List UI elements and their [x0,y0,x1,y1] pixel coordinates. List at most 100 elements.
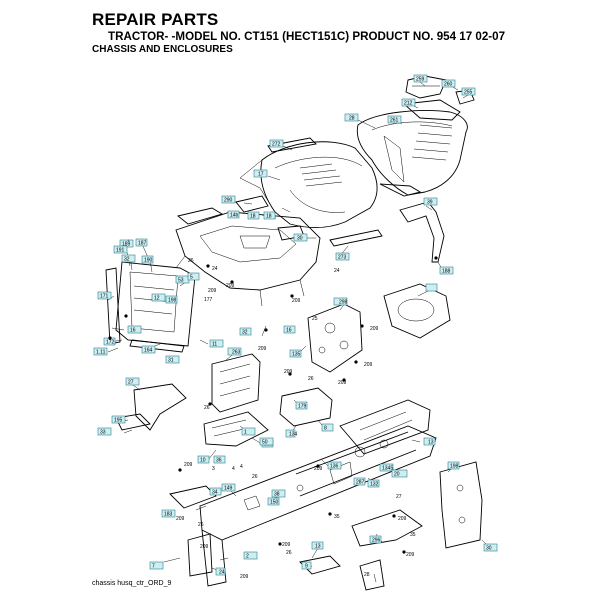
svg-text:149: 149 [224,486,233,492]
callout-tag: 188 [439,266,454,275]
plain-label: 24 [212,266,218,272]
rear-footrest [351,509,423,547]
callout-tag: 1.11 [93,347,108,356]
callout-tag: 190 [141,255,154,264]
plain-label: 27 [396,494,402,500]
plain-label: 26 [188,258,194,264]
svg-text:198: 198 [450,464,459,470]
callout-tag: 183 [161,509,176,518]
svg-text:259: 259 [416,77,425,83]
svg-text:298: 298 [339,300,348,306]
svg-text:53: 53 [178,278,184,284]
callout-tag: 273 [335,252,350,261]
callout-tag: 33 [127,239,130,242]
section-heading: CHASSIS AND ENCLOSURES [92,44,233,55]
callout-tag: 255 [461,87,476,96]
callout-tag: 7 [149,561,164,570]
svg-text:28: 28 [349,116,355,122]
svg-text:27: 27 [128,380,134,386]
callout-tag: 32 [239,327,252,336]
plain-label: 24 [334,268,340,274]
callout-tag: 195 [111,415,126,424]
svg-text:34: 34 [212,490,218,496]
svg-text:135: 135 [292,352,301,358]
callout-tag: 198 [447,461,460,470]
callout-tag: 259 [413,74,428,83]
callout-tag: 27 [125,377,140,386]
svg-text:16: 16 [130,328,136,334]
svg-text:189: 189 [122,242,131,248]
callout-tag: 39 [423,197,438,206]
svg-text:10: 10 [200,458,206,464]
svg-text:18: 18 [250,214,256,220]
plain-label: 35 [334,514,340,520]
callout-tag: 50 [259,437,274,446]
svg-text:187: 187 [138,241,147,247]
hood-front-grille [356,75,475,197]
svg-text:136: 136 [330,464,339,470]
callout-tag: 18 [263,211,276,220]
svg-text:183: 183 [164,512,173,518]
svg-text:164: 164 [144,348,153,354]
callout-tag: 30 [483,543,498,552]
callout-tag: 28 [344,113,359,122]
svg-text:255: 255 [464,90,473,96]
hardware-fasteners [108,256,438,554]
page-subtitle: TRACTOR- -MODEL NO. CT151 (HECT151C) PRO… [108,30,506,43]
svg-text:287: 287 [356,480,365,486]
callout-tag: 179 [295,401,308,410]
plain-label: 209 [258,346,267,352]
plain-label: 209 [226,283,235,289]
svg-text:13: 13 [315,544,321,550]
svg-text:30: 30 [486,546,492,552]
callout-tag: 30 [293,233,308,242]
front-grille-frame [105,261,196,353]
callout-tag: 8 [321,423,334,432]
callout-tag: 296 [369,535,382,544]
svg-text:8: 8 [324,426,327,432]
plain-label: 26 [308,376,314,382]
callout-tag: 24 [215,567,226,576]
callout-tag: 260 [441,79,456,88]
svg-text:134: 134 [289,432,298,438]
callout-tag: 263 [227,347,242,356]
svg-text:1.11: 1.11 [96,350,106,356]
callout-tag: 149 [221,483,236,492]
callout-tag: 13 [311,541,324,550]
battery-tray [279,387,333,427]
plain-label: 26 [286,550,292,556]
plain-label: 4 [240,464,243,470]
console-plate [307,303,363,373]
callout-tag: 164 [141,345,156,354]
svg-text:260: 260 [444,82,453,88]
callout-tag: 31 [165,355,180,364]
svg-text:13: 13 [428,440,434,446]
plain-label: 209 [176,516,185,522]
svg-text:150: 150 [270,500,279,506]
svg-text:33: 33 [100,430,106,436]
svg-text:14b: 14b [230,213,239,219]
front-bumper-parts [169,485,385,591]
svg-text:296: 296 [372,538,381,544]
svg-text:38: 38 [274,492,280,498]
callout-tag: 287 [353,477,366,486]
svg-text:30: 30 [297,236,303,242]
svg-text:172: 172 [106,340,115,346]
callout-tag: 17 [253,169,268,178]
callout-tags: 259 260 255 212 28 261 272 17 290 14b 18… [93,74,498,576]
callout-tag: 171 [97,291,112,300]
callout-tag [425,283,438,292]
plain-label: 209 [184,462,193,468]
plain-label: 209 [314,466,323,472]
plain-label: 25 [312,316,318,322]
callout-tag: 1345 [379,463,393,472]
plain-label: 177 [204,297,213,303]
callout-tag: 33 [97,427,112,436]
side-panel [211,353,261,413]
callout-tag: 12 [151,293,166,302]
callout-tag: 5 [187,272,200,281]
plain-label: 209 [398,516,407,522]
svg-text:18: 18 [266,214,272,220]
left-footrest [115,383,269,447]
callout-tag: 132 [367,479,380,488]
